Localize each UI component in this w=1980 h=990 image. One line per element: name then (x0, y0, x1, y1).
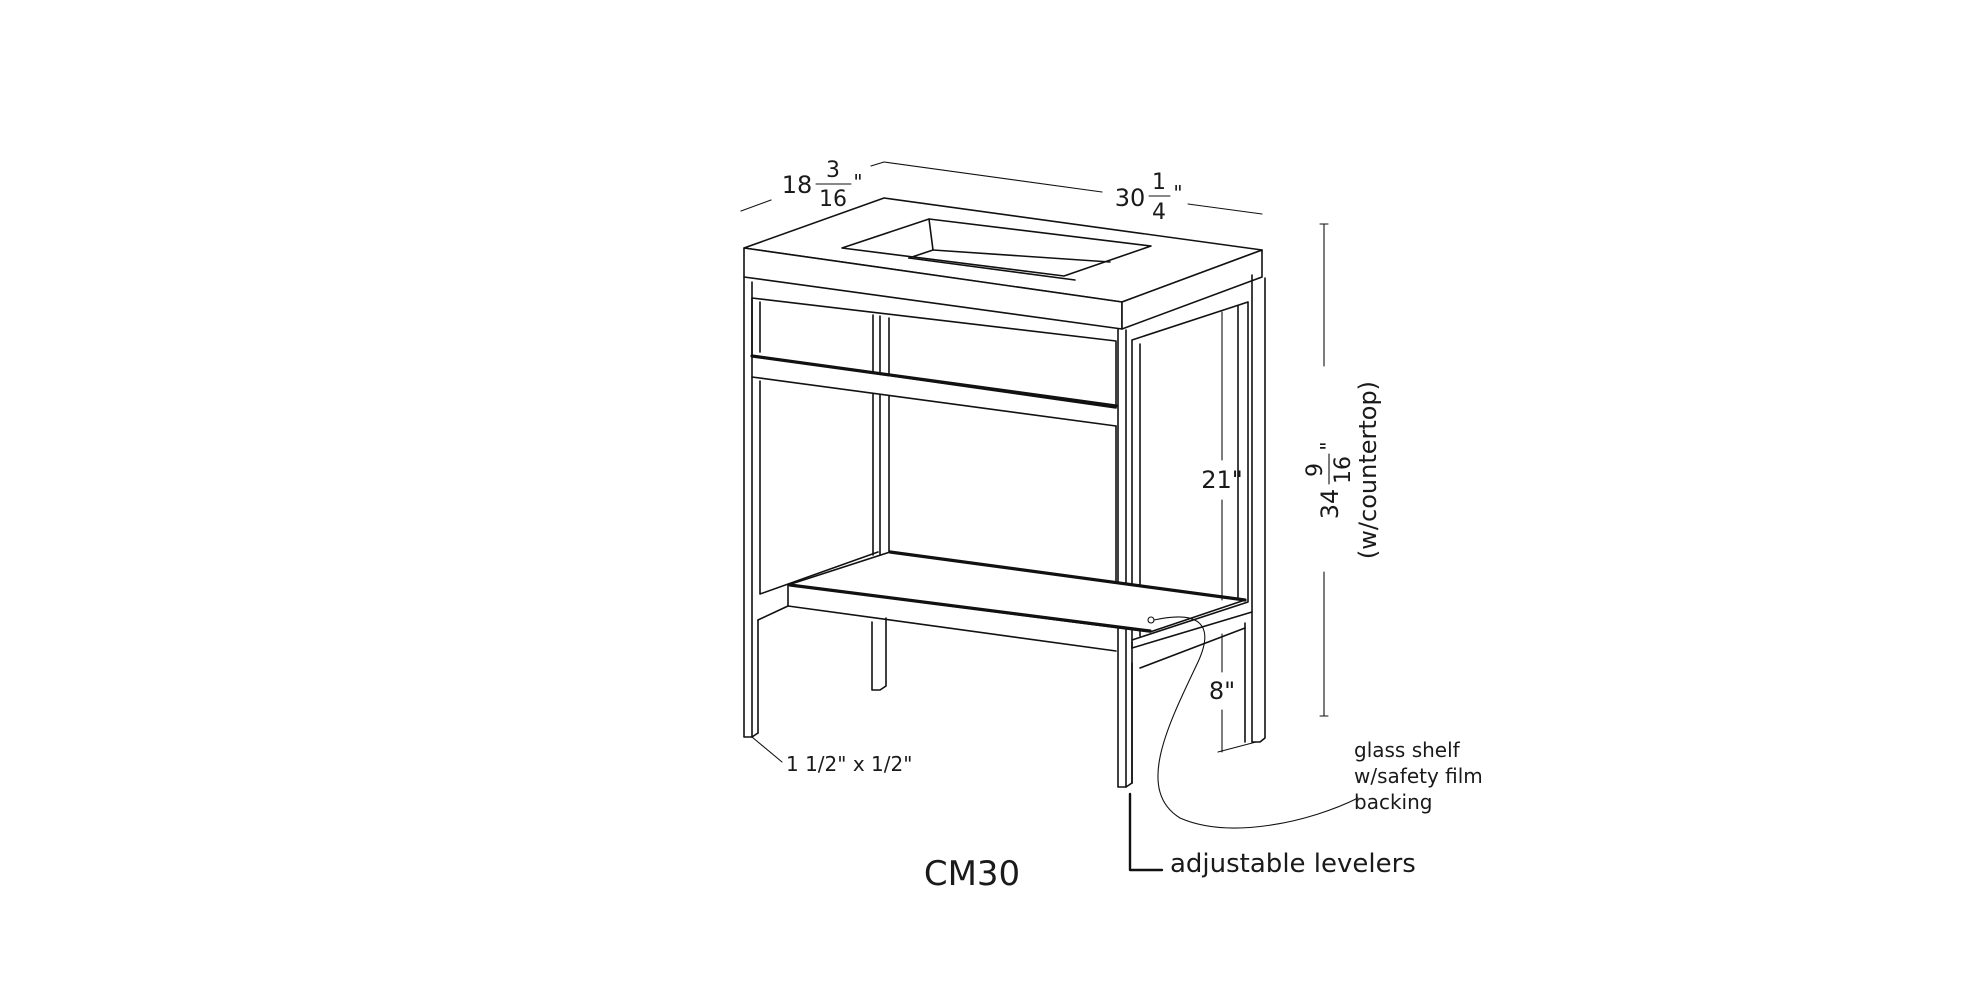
width-dimension: 30 1 4 " (1115, 170, 1183, 225)
levelers-callout: adjustable levelers (1128, 792, 1416, 879)
width-whole: 30 (1115, 184, 1146, 212)
height-note: (w/countertop) (1354, 381, 1382, 559)
frame-profile-callout: 1 1/2" x 1/2" (751, 736, 912, 776)
dimension-lines (740, 161, 1329, 753)
width-numerator: 1 (1152, 170, 1166, 195)
depth-unit: " (853, 170, 862, 194)
height-whole: 34 (1316, 489, 1344, 520)
depth-dimension: 18 3 16 " (782, 158, 863, 212)
width-denominator: 4 (1152, 200, 1166, 225)
upper-opening-label: 21" (1201, 466, 1243, 494)
levelers-label: adjustable levelers (1170, 849, 1416, 879)
depth-denominator: 16 (819, 187, 847, 212)
frame-profile-label: 1 1/2" x 1/2" (786, 752, 912, 776)
height-unit: " (1316, 441, 1340, 450)
glass-shelf-label-line-1: glass shelf (1354, 738, 1461, 762)
model-label: CM30 (924, 854, 1020, 894)
height-denominator: 16 (1331, 456, 1356, 484)
glass-shelf-callout: glass shelf w/safety film backing (1147, 616, 1483, 829)
glass-shelf-label-line-2: w/safety film (1354, 764, 1483, 788)
vanity-frame (743, 274, 1266, 788)
depth-numerator: 3 (826, 158, 840, 183)
countertop (743, 197, 1263, 330)
width-unit: " (1173, 181, 1182, 205)
depth-whole: 18 (782, 171, 813, 199)
height-numerator: 9 (1303, 463, 1328, 477)
leg-clearance-label: 8" (1209, 677, 1235, 705)
height-dimension: 34 9 16 " (w/countertop) (1303, 381, 1382, 559)
sink-basin (841, 218, 1152, 281)
glass-shelf-label-line-3: backing (1354, 790, 1432, 814)
